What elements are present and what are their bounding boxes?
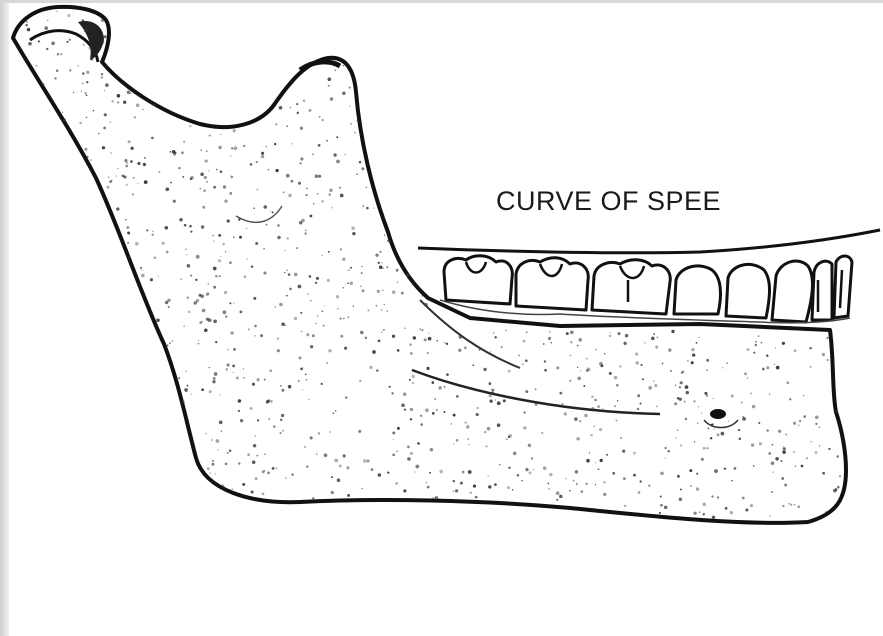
molar-3	[444, 256, 512, 304]
incisor-1	[834, 256, 852, 318]
curve-of-spee-line	[418, 230, 880, 253]
molar-2	[516, 258, 588, 310]
canine	[772, 261, 812, 322]
mental-foramen	[710, 409, 726, 419]
mandible-outline	[13, 7, 846, 523]
curve-of-spee-label: CURVE OF SPEE	[496, 186, 721, 216]
premolar-1	[726, 264, 770, 318]
premolar-2	[674, 266, 720, 314]
molar-1	[592, 260, 670, 314]
incisor-2	[812, 261, 832, 320]
